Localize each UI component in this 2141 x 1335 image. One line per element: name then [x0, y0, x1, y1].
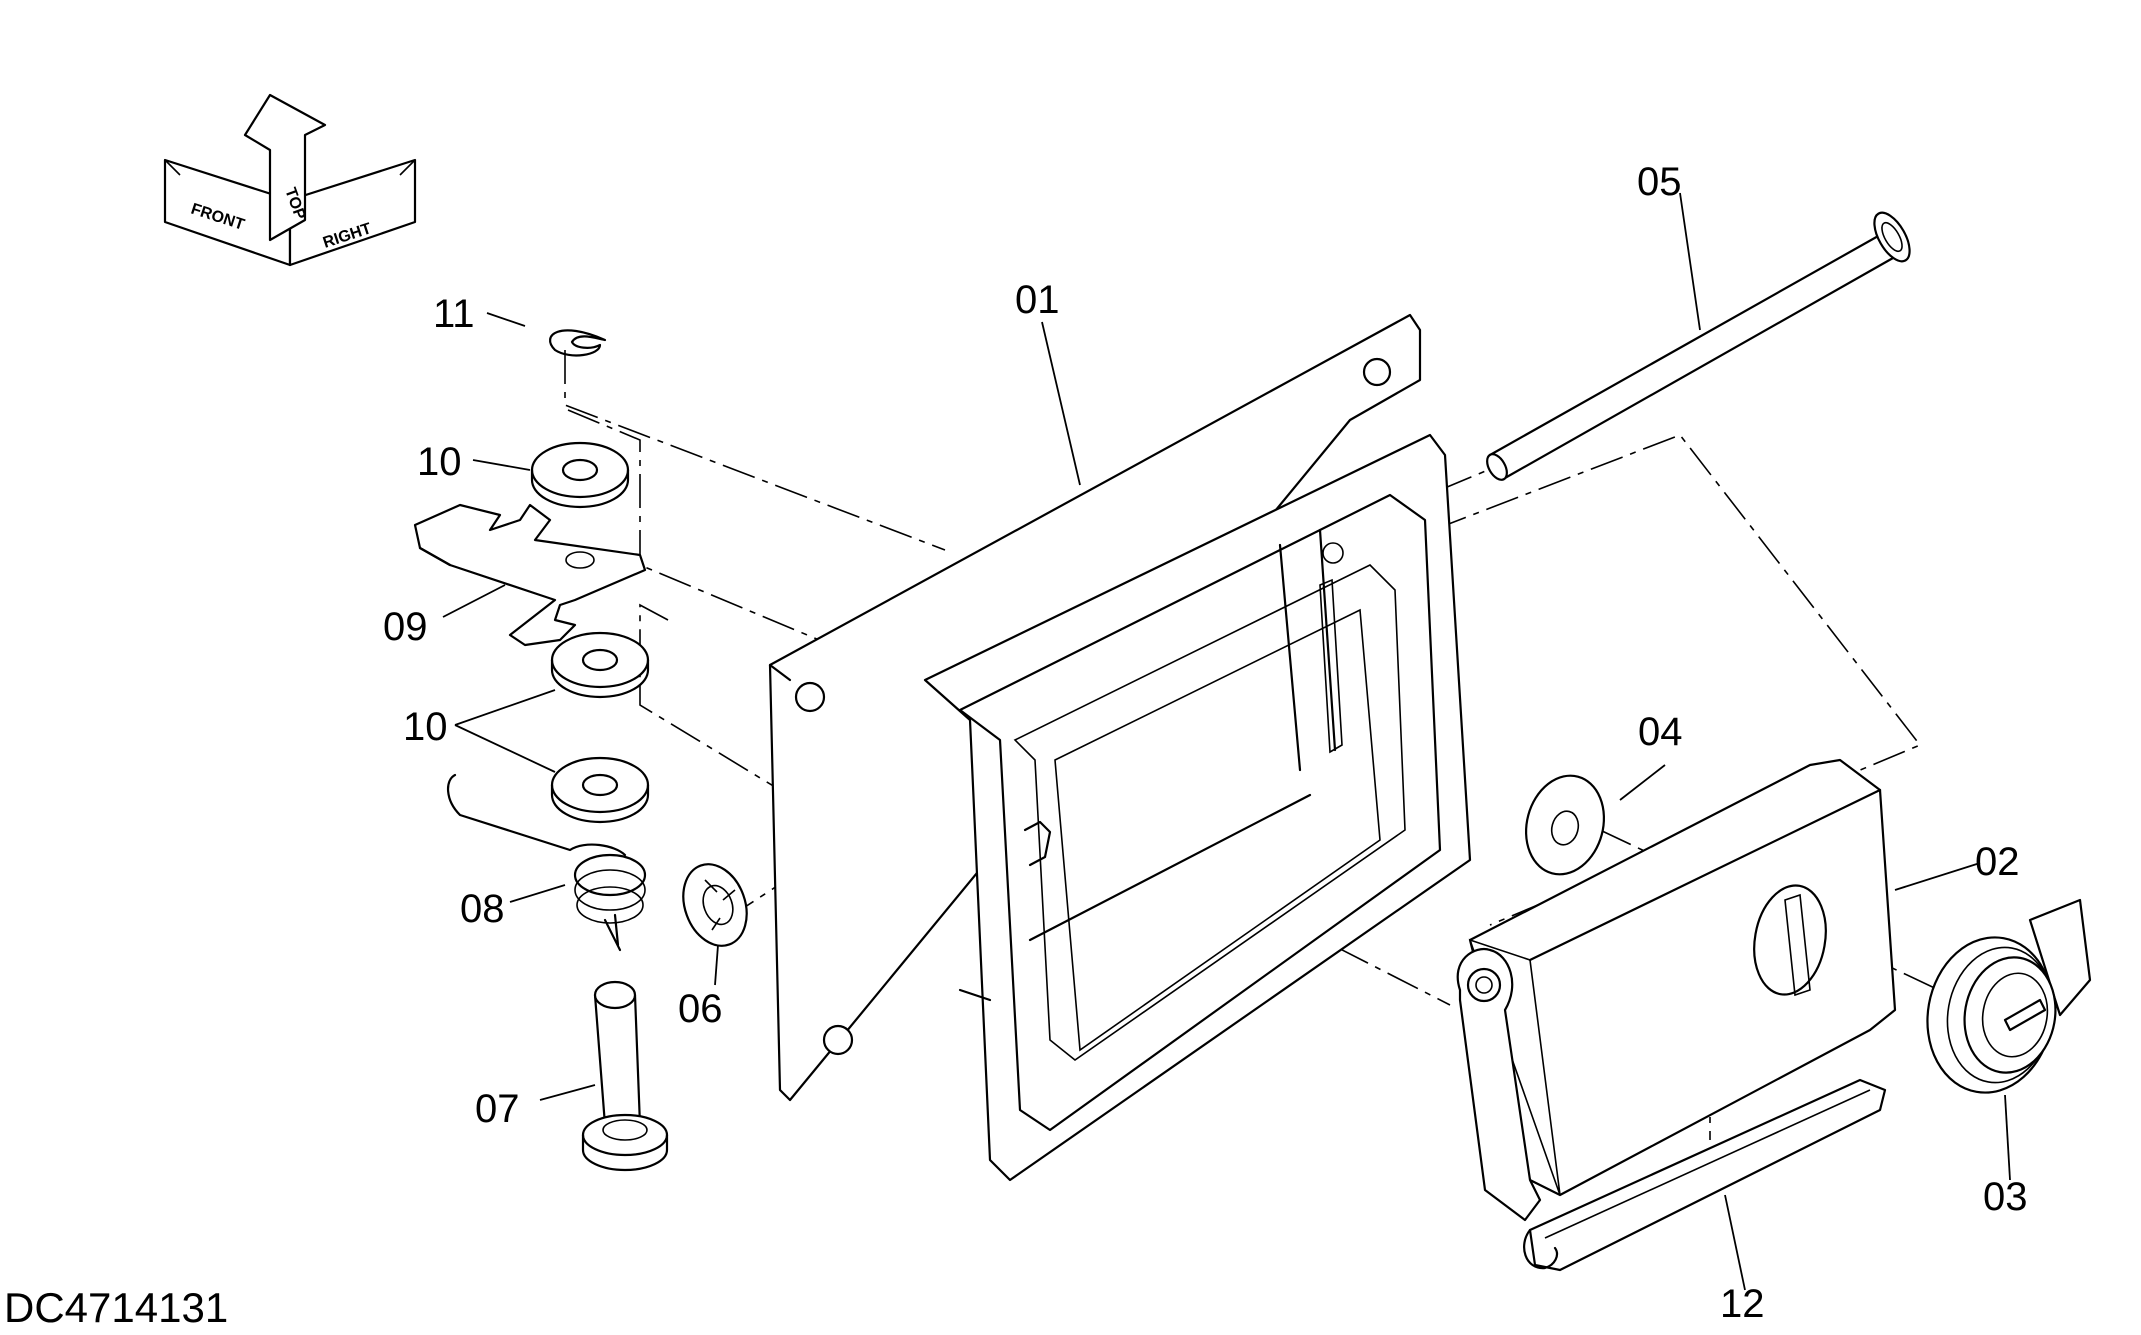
- callout-09: 09: [383, 605, 428, 649]
- document-id: DC4714131: [4, 1284, 228, 1331]
- callout-12: 12: [1720, 1282, 1765, 1326]
- orientation-indicator: FRONT TOP RIGHT: [163, 93, 417, 267]
- callout-03: 03: [1983, 1175, 2028, 1219]
- part-08-spring: [447, 773, 647, 952]
- callout-10-lower: 10: [403, 705, 448, 749]
- callout-11: 11: [433, 292, 475, 336]
- part-07-pin: [581, 980, 669, 1172]
- callout-10-upper: 10: [417, 440, 462, 484]
- part-02-latch-body: [1456, 758, 1897, 1222]
- part-04-washer: [1524, 774, 1606, 876]
- leader-lines: [442, 192, 2011, 1291]
- callouts: 11 01 05 10 09 10 08 07 06 04 02 03 12: [383, 160, 2028, 1326]
- part-12-seal: [1523, 1078, 1887, 1272]
- part-06-lockwasher: [682, 863, 748, 947]
- part-03-lock-cylinder: [1926, 898, 2092, 1094]
- part-10-washers: [530, 441, 650, 824]
- callout-01: 01: [1015, 278, 1060, 322]
- part-11-clip: [549, 329, 607, 357]
- callout-04: 04: [1638, 710, 1683, 754]
- part-09-latch: [413, 503, 647, 647]
- part-01-housing: [768, 313, 1472, 1182]
- callout-05: 05: [1637, 160, 1682, 204]
- callout-08: 08: [460, 887, 505, 931]
- callout-07: 07: [475, 1087, 520, 1131]
- callout-06: 06: [678, 987, 723, 1031]
- callout-02: 02: [1975, 840, 2020, 884]
- part-05-rod: [1486, 211, 1911, 481]
